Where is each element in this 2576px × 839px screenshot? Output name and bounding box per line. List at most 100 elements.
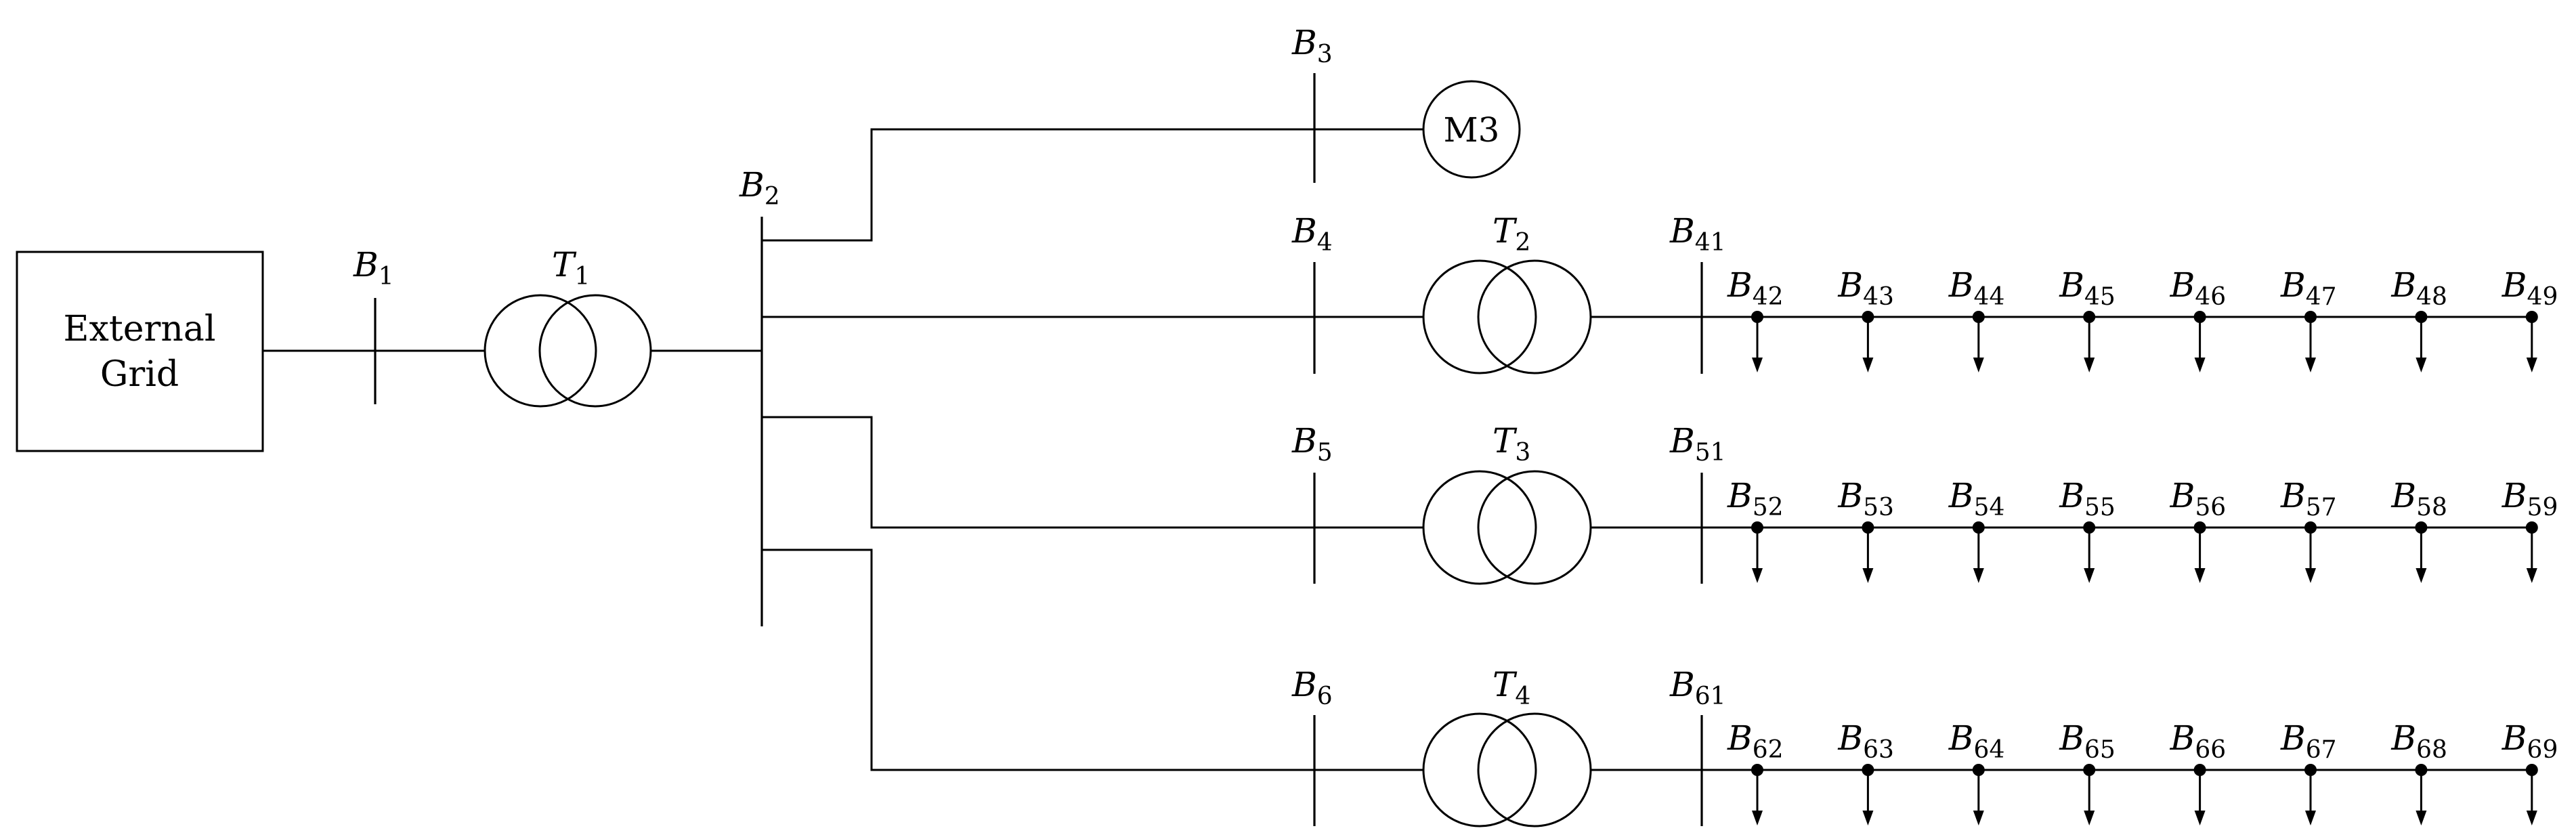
load-arrow-icon	[1752, 568, 1763, 583]
feeder-6: B62 B63 B64 B65 B66 B67 B68 B69	[1700, 718, 2558, 825]
t3-primary-coil	[1422, 470, 1537, 585]
load-node-b68: B68	[2390, 718, 2447, 825]
label-b55: B55	[2059, 476, 2116, 521]
label-b68: B68	[2390, 718, 2447, 764]
load-arrow-icon	[2194, 568, 2206, 583]
t1-primary-coil	[484, 294, 597, 408]
label-b53: B53	[1837, 476, 1894, 521]
label-b6: B6	[1291, 665, 1333, 710]
load-node-b65: B65	[2059, 718, 2116, 825]
load-arrow-icon	[1752, 358, 1763, 372]
label-b67: B67	[2280, 718, 2337, 764]
transformer-t2	[1422, 259, 1592, 374]
label-b64: B64	[1948, 718, 2005, 764]
transformer-t3	[1422, 470, 1592, 585]
label-t1: T1	[552, 245, 590, 291]
t3-secondary-coil	[1477, 470, 1592, 585]
load-node-b54: B54	[1948, 476, 2005, 583]
load-arrow-icon	[1862, 358, 1874, 372]
label-b44: B44	[1948, 265, 2005, 311]
load-node-b46: B46	[2170, 265, 2227, 372]
load-node-b45: B45	[2059, 265, 2116, 372]
label-b69: B69	[2502, 718, 2558, 764]
load-node-b44: B44	[1948, 265, 2005, 372]
label-b56: B56	[2170, 476, 2227, 521]
load-arrow-icon	[2194, 811, 2206, 825]
load-node-b59: B59	[2502, 476, 2558, 583]
load-arrow-icon	[2084, 568, 2095, 583]
load-node-b57: B57	[2280, 476, 2337, 583]
load-node-b63: B63	[1837, 718, 1894, 825]
t4-secondary-coil	[1477, 712, 1592, 827]
load-node-b42: B42	[1727, 265, 1784, 372]
label-b3: B3	[1291, 23, 1333, 68]
load-arrow-icon	[2084, 358, 2095, 372]
external-grid-label-line2: Grid	[100, 354, 179, 395]
load-node-b62: B62	[1727, 718, 1784, 825]
load-arrow-icon	[1973, 358, 1984, 372]
load-arrow-icon	[1862, 811, 1874, 825]
load-arrow-icon	[2194, 358, 2206, 372]
t4-primary-coil	[1422, 712, 1537, 827]
label-b51: B51	[1669, 421, 1726, 467]
label-t2: T2	[1493, 211, 1530, 257]
t2-primary-coil	[1422, 259, 1537, 374]
load-node-b52: B52	[1727, 476, 1784, 583]
label-b66: B66	[2170, 718, 2227, 764]
load-node-b58: B58	[2390, 476, 2447, 583]
load-arrow-icon	[2305, 568, 2316, 583]
label-b5: B5	[1291, 421, 1333, 467]
load-node-b55: B55	[2059, 476, 2116, 583]
load-node-b56: B56	[2170, 476, 2227, 583]
external-grid-label-line1: External	[64, 309, 216, 349]
label-b52: B52	[1727, 476, 1784, 521]
load-arrow-icon	[2526, 568, 2537, 583]
load-arrow-icon	[2416, 811, 2427, 825]
load-arrow-icon	[1973, 568, 1984, 583]
label-b41: B41	[1669, 211, 1726, 257]
label-b54: B54	[1948, 476, 2005, 521]
label-b45: B45	[2059, 265, 2116, 311]
motor-m3: M3	[1422, 80, 1521, 179]
label-b59: B59	[2502, 476, 2558, 521]
transformer-t4	[1422, 712, 1592, 827]
load-node-b69: B69	[2502, 718, 2558, 825]
load-arrow-icon	[2305, 358, 2316, 372]
load-arrow-icon	[2526, 811, 2537, 825]
external-grid-box	[16, 251, 264, 452]
label-b48: B48	[2390, 265, 2447, 311]
load-arrow-icon	[2084, 811, 2095, 825]
label-b46: B46	[2170, 265, 2227, 311]
load-node-b49: B49	[2502, 265, 2558, 372]
load-node-b47: B47	[2280, 265, 2337, 372]
label-b65: B65	[2059, 718, 2116, 764]
line-b2-b6	[760, 548, 1425, 771]
label-b57: B57	[2280, 476, 2337, 521]
label-t4: T4	[1493, 665, 1530, 710]
label-b42: B42	[1727, 265, 1784, 311]
label-b2: B2	[739, 165, 780, 211]
load-node-b43: B43	[1837, 265, 1894, 372]
load-arrow-icon	[1973, 811, 1984, 825]
label-b47: B47	[2280, 265, 2337, 311]
load-node-b53: B53	[1837, 476, 1894, 583]
label-t3: T3	[1493, 421, 1530, 467]
load-arrow-icon	[2526, 358, 2537, 372]
external-grid: External Grid	[16, 251, 264, 452]
motor-m3-circle	[1422, 80, 1521, 179]
label-b49: B49	[2502, 265, 2558, 311]
motor-m3-label: M3	[1443, 110, 1499, 150]
load-arrow-icon	[2305, 811, 2316, 825]
load-node-b64: B64	[1948, 718, 2005, 825]
label-b43: B43	[1837, 265, 1894, 311]
label-b62: B62	[1727, 718, 1784, 764]
label-b1: B1	[353, 245, 394, 291]
load-arrow-icon	[1752, 811, 1763, 825]
load-arrow-icon	[2416, 358, 2427, 372]
t2-secondary-coil	[1477, 259, 1592, 374]
label-b58: B58	[2390, 476, 2447, 521]
label-b63: B63	[1837, 718, 1894, 764]
line-b2-b3	[760, 128, 1425, 242]
